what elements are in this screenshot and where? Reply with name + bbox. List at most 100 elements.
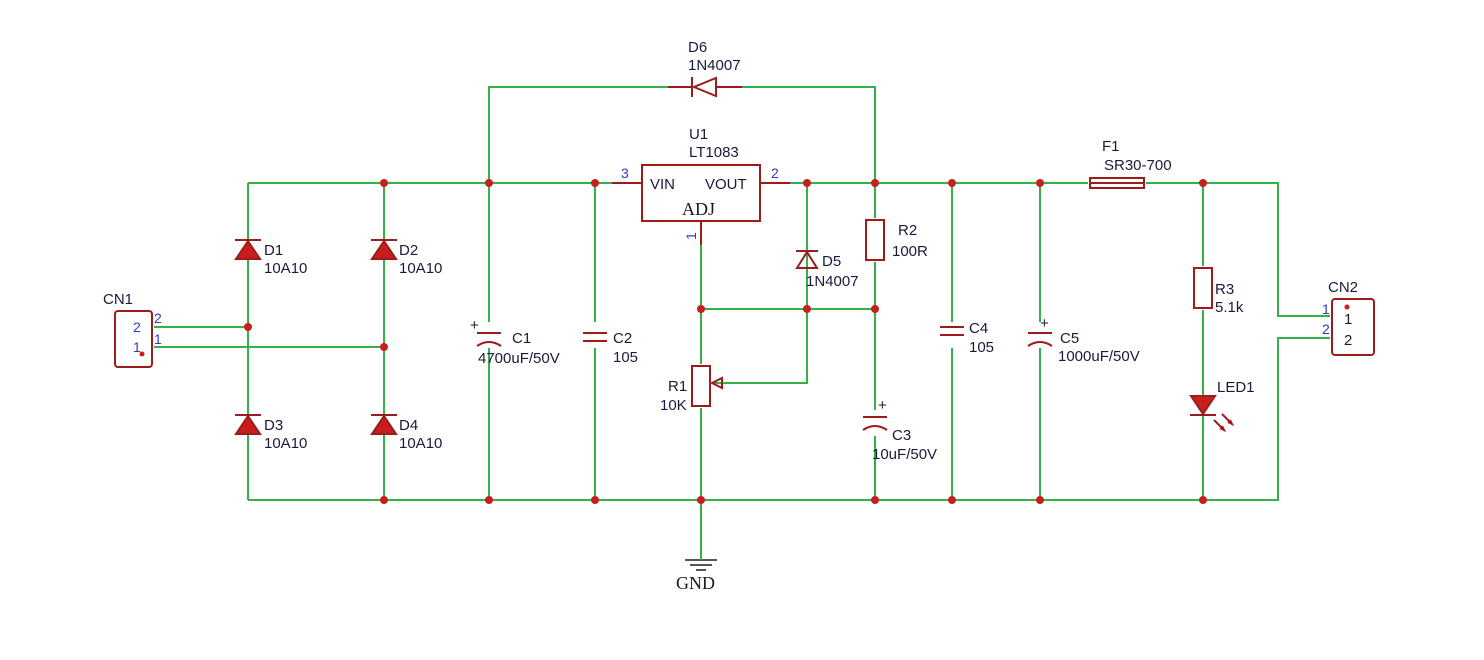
- d6-triangle: [691, 76, 717, 98]
- cn1-pin-num-1: 1: [154, 331, 162, 347]
- resistor-r2: R2 100R: [865, 219, 928, 261]
- c4-value: 105: [969, 339, 994, 356]
- led1-emission-arrow-2: [1221, 413, 1235, 427]
- diode-d1: D1 10A10: [234, 239, 307, 277]
- r2-body: [865, 219, 885, 261]
- c5-polarity: +: [1040, 315, 1049, 332]
- f1-ref: F1: [1102, 138, 1120, 155]
- diode-d4: D4 10A10: [370, 414, 442, 452]
- c2-ref: C2: [613, 330, 632, 347]
- junction: [697, 496, 705, 504]
- led1-ref: LED1: [1217, 379, 1255, 396]
- c4-ref: C4: [969, 320, 988, 337]
- d6-ref: D6: [688, 39, 707, 56]
- junction: [871, 179, 879, 187]
- c5-value: 1000uF/50V: [1058, 348, 1140, 365]
- junction: [485, 179, 493, 187]
- junction: [380, 179, 388, 187]
- cn1-ref: CN1: [103, 291, 133, 308]
- ground-symbol: GND: [676, 540, 717, 593]
- junctions: [244, 179, 1207, 504]
- junction: [948, 496, 956, 504]
- led1-emission-arrow-1: [1213, 419, 1227, 433]
- c1-value: 4700uF/50V: [478, 350, 560, 367]
- cn1-pin1-marker: [139, 351, 145, 357]
- connector-cn2: CN2 1 2 1 2: [1322, 279, 1375, 356]
- fuse-f1: F1 SR30-700: [1089, 138, 1172, 189]
- cn2-body: [1331, 298, 1375, 356]
- u1-vout-label: VOUT: [705, 176, 747, 193]
- r3-value: 5.1k: [1215, 299, 1244, 316]
- r1-ref: R1: [668, 378, 687, 395]
- u1-value: LT1083: [689, 144, 739, 161]
- junction: [871, 305, 879, 313]
- d2-triangle: [370, 239, 398, 260]
- wire-bottom-rail: [248, 337, 1330, 501]
- d3-triangle: [234, 414, 262, 435]
- junction: [485, 496, 493, 504]
- junction: [803, 179, 811, 187]
- c2-value: 105: [613, 349, 638, 366]
- junction: [697, 305, 705, 313]
- cn2-inner-pin-1: 1: [1344, 311, 1352, 328]
- junction: [591, 496, 599, 504]
- cn2-ref: CN2: [1328, 279, 1358, 296]
- r3-body: [1193, 267, 1213, 309]
- d2-value: 10A10: [399, 260, 442, 277]
- capacitor-c1: + C1 4700uF/50V: [470, 317, 560, 367]
- junction: [803, 305, 811, 313]
- d1-triangle: [234, 239, 262, 260]
- junction: [244, 323, 252, 331]
- cn2-pin-num-1: 1: [1322, 301, 1330, 317]
- cn1-pin-label-2: 2: [133, 319, 141, 335]
- d3-ref: D3: [264, 417, 283, 434]
- capacitor-c2: C2 105: [583, 330, 638, 366]
- regulator-u1: U1 LT1083 VIN VOUT ADJ 3 2 1: [612, 126, 790, 245]
- c3-plate-bottom: [862, 425, 888, 431]
- junction: [591, 179, 599, 187]
- cn2-inner-pin-2: 2: [1344, 332, 1352, 349]
- c3-value: 10uF/50V: [872, 446, 937, 463]
- d5-ref: D5: [822, 253, 841, 270]
- component-gaps: [476, 176, 1212, 436]
- wire-d6-loop: [488, 86, 876, 183]
- capacitor-c4: C4 105: [940, 320, 994, 356]
- u1-ref: U1: [689, 126, 708, 143]
- d3-value: 10A10: [264, 435, 307, 452]
- d4-value: 10A10: [399, 435, 442, 452]
- c5-ref: C5: [1060, 330, 1079, 347]
- junction: [1036, 179, 1044, 187]
- c5-plate-bottom: [1027, 341, 1053, 347]
- c1-plate-bottom: [476, 341, 502, 347]
- cn1-pin-label-1: 1: [133, 339, 141, 355]
- potentiometer-r1: R1 10K: [660, 365, 723, 414]
- d1-ref: D1: [264, 242, 283, 259]
- r1-body: [691, 365, 711, 407]
- capacitor-c3: + C3 10uF/50V: [862, 397, 937, 463]
- u1-pin-vout: 2: [771, 165, 779, 181]
- junction: [380, 496, 388, 504]
- wire-top-rail-after-fuse: [1146, 182, 1330, 317]
- d5-triangle: [795, 250, 819, 269]
- c1-ref: C1: [512, 330, 531, 347]
- junction: [1036, 496, 1044, 504]
- cn1-body: [114, 310, 153, 368]
- u1-pin-vin: 3: [621, 165, 629, 181]
- r2-value: 100R: [892, 243, 928, 260]
- capacitor-c5: + C5 1000uF/50V: [1027, 315, 1140, 365]
- d4-triangle: [370, 414, 398, 435]
- r2-ref: R2: [898, 222, 917, 239]
- resistor-r3: R3 5.1k: [1193, 267, 1244, 316]
- led-led1: LED1: [1189, 379, 1255, 433]
- r1-value: 10K: [660, 397, 687, 414]
- r3-ref: R3: [1215, 281, 1234, 298]
- c3-ref: C3: [892, 427, 911, 444]
- u1-adj-label: ADJ: [682, 199, 715, 219]
- cn1-pin-num-2: 2: [154, 310, 162, 326]
- cn2-pin-num-2: 2: [1322, 321, 1330, 337]
- u1-pin-adj: 1: [683, 232, 699, 240]
- diode-d3: D3 10A10: [234, 414, 307, 452]
- d4-ref: D4: [399, 417, 418, 434]
- wires: [154, 86, 1330, 540]
